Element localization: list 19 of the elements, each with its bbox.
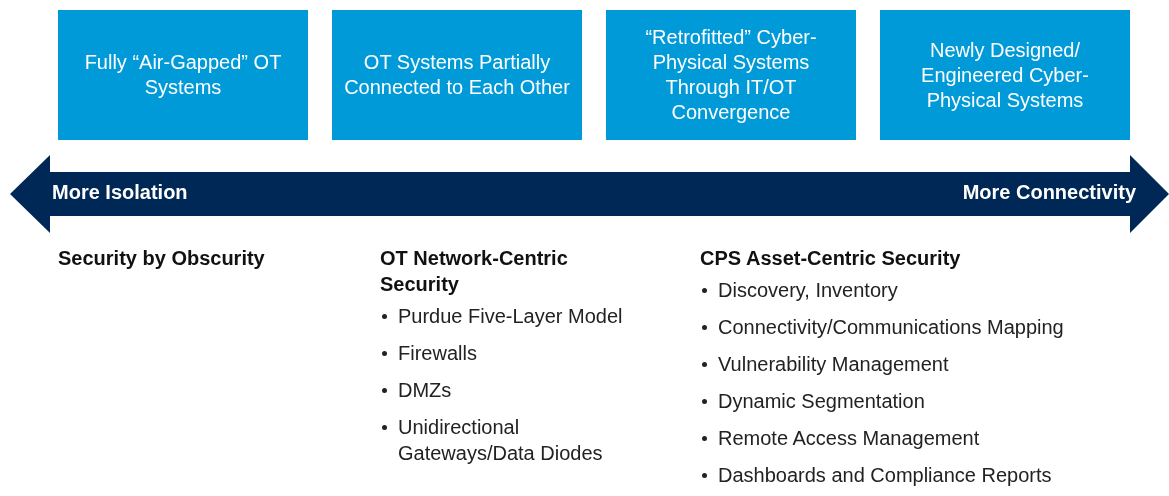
- bullet-item: Connectivity/Communications Mapping: [700, 314, 1160, 340]
- bullet-item: Discovery, Inventory: [700, 277, 1160, 303]
- category-box: Fully “Air-Gapped” OT Systems: [58, 10, 308, 140]
- bullet-item: Unidirectional Gateways/Data Diodes: [380, 414, 650, 466]
- bullet-item: Remote Access Management: [700, 425, 1160, 451]
- bullet-item: DMZs: [380, 377, 650, 403]
- category-box: “Retrofitted” Cyber-Physical Systems Through IT/OT Convergence: [606, 10, 856, 140]
- bullet-item: Firewalls: [380, 340, 650, 366]
- section-heading: Security by Obscurity: [58, 246, 266, 271]
- bullet-item: Purdue Five-Layer Model: [380, 303, 650, 329]
- bullet-item: Vulnerability Management: [700, 351, 1160, 377]
- category-box: Newly Designed/ Engineered Cyber-Physical Systems: [880, 10, 1130, 140]
- section-heading: CPS Asset-Centric Security: [700, 246, 962, 271]
- bullet-item: Dashboards and Compliance Reports: [700, 462, 1160, 488]
- section-heading: OT Network-Centric Security: [380, 246, 569, 297]
- category-box: OT Systems Partially Connected to Each Other: [332, 10, 582, 140]
- axis-label: More Isolation: [52, 181, 188, 204]
- bullet-item: Dynamic Segmentation: [700, 388, 1160, 414]
- axis-label: More Connectivity: [962, 181, 1136, 204]
